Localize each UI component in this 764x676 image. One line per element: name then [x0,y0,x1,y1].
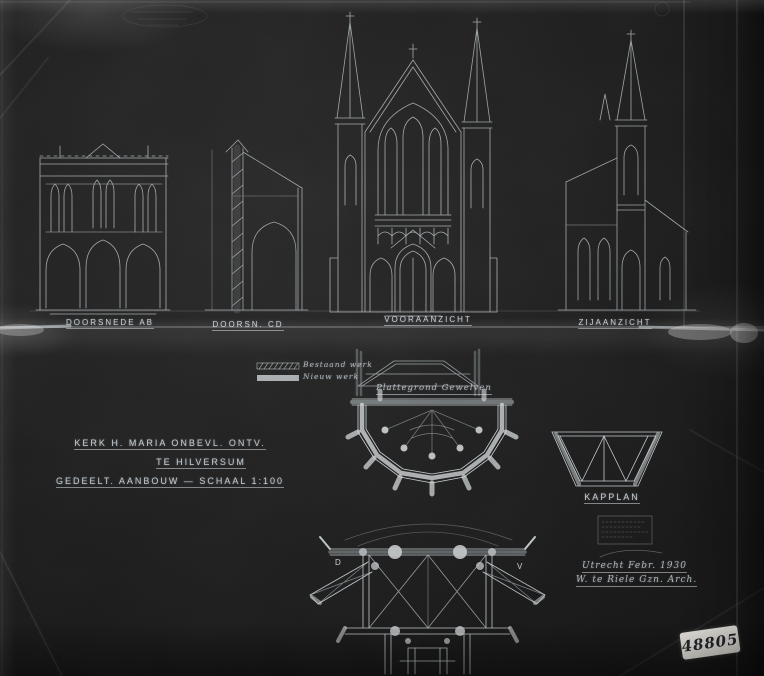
legend-existing-label: Bestaand werk [303,360,373,369]
archive-number: 48805 [680,629,740,656]
front-elevation-drawing [329,11,498,317]
title-line-1: KERK H. MARIA ONBEVL. ONTV. [74,438,266,450]
legend-swatches [256,362,300,381]
stamp-box [597,515,663,558]
roof-plan-drawing [551,431,663,487]
top-stamp [122,1,670,28]
roof-plan-label: KAPPLAN [584,492,640,504]
side-elevation-drawing [557,29,697,311]
plan-marker-right: V [517,562,523,571]
ground-plan-drawing [309,523,546,675]
archive-sticker: 48805 [679,625,741,660]
section-cd-label: DOORSN. CD [212,320,284,331]
front-elevation-label: VOORAANZICHT [384,315,472,326]
vault-plan-drawing [345,388,519,497]
signature-date: Utrecht Febr. 1930 [582,561,687,573]
section-ab-label: DOORSNEDE AB [65,318,154,329]
legend-new-label: Nieuw werk [303,372,360,381]
signature-flourish [599,549,663,558]
title-block: KERK H. MARIA ONBEVL. ONTV. TE HILVERSUM… [52,438,288,495]
vault-plan-label: Plattegrond Gewelven [376,383,492,395]
signature-architect: W. te Riele Gzn. Arch. [576,575,698,587]
title-line-2: TE HILVERSUM [156,457,246,469]
plan-marker-left: D [335,558,341,567]
section-ab-drawing [35,143,171,315]
section-cd-drawing [204,139,309,314]
title-line-3: GEDEELT. AANBOUW — SCHAAL 1:100 [55,476,285,488]
side-elevation-label: ZIJAANZICHT [578,318,652,329]
